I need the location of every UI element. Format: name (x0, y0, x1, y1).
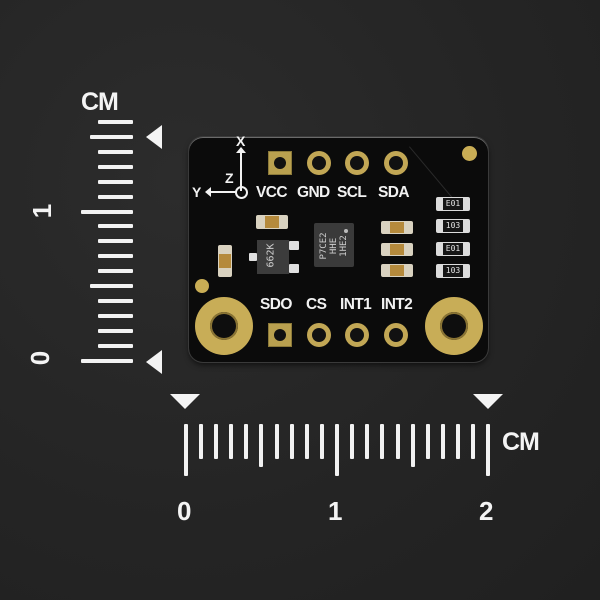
ruler-tick (98, 299, 133, 303)
horizontal-ruler-label-0: 0 (177, 496, 192, 526)
capacitor (381, 264, 413, 277)
ic-marking: P7CE2 HHE 1HE2 (319, 232, 349, 260)
pin-label-cs: CS (306, 296, 327, 313)
vertical-ruler-unit: CM (81, 88, 119, 116)
mounting-hole-right (425, 297, 483, 355)
axis-label-x: X (236, 133, 245, 149)
ruler-tick (98, 239, 133, 243)
ruler-tick (486, 424, 490, 476)
ruler-tick (98, 329, 133, 333)
ruler-tick (396, 424, 400, 459)
pin-label-scl: SCL (337, 184, 367, 201)
horizontal-ruler-label-1: 1 (328, 496, 343, 526)
pin-pad-sda (384, 151, 408, 175)
ruler-tick (456, 424, 460, 459)
ruler-tick (199, 424, 203, 459)
ruler-tick (411, 424, 415, 467)
ruler-tick (380, 424, 384, 459)
horizontal-ruler-label-2: 2 (479, 496, 494, 526)
ruler-tick (305, 424, 309, 459)
pin-pad-cs (307, 323, 331, 347)
chip-lead (249, 253, 257, 261)
resistor: E01 (436, 242, 470, 256)
pin-label-vcc: VCC (256, 184, 288, 201)
horizontal-ruler-unit: CM (502, 428, 540, 456)
ruler-marker-left (170, 394, 200, 409)
y-arrow-head-icon (205, 187, 211, 197)
ruler-tick (275, 424, 279, 459)
pin-label-int2: INT2 (381, 296, 413, 313)
pin-label-int1: INT1 (340, 296, 372, 313)
ruler-marker-right (473, 394, 503, 409)
ruler-tick (244, 424, 248, 459)
capacitor (218, 245, 232, 277)
ruler-tick (98, 120, 133, 124)
ruler-tick (98, 344, 133, 348)
ruler-tick (98, 314, 133, 318)
vertical-ruler-label-0: 0 (25, 350, 56, 366)
pin-pad-scl (345, 151, 369, 175)
ruler-tick (426, 424, 430, 459)
x-axis-arrow (240, 151, 242, 191)
capacitor (381, 243, 413, 256)
z-axis-circle-icon (235, 186, 248, 199)
ruler-marker-top (146, 125, 162, 149)
ruler-tick (335, 424, 339, 476)
regulator-marking: 662K (265, 243, 277, 268)
ruler-tick (350, 424, 354, 459)
axis-label-y: Y (192, 184, 201, 200)
pin-pad-vcc (268, 151, 292, 175)
y-axis-arrow (210, 191, 236, 193)
ruler-tick (98, 150, 133, 154)
accelerometer-ic: P7CE2 HHE 1HE2 (314, 223, 354, 267)
capacitor (256, 215, 288, 229)
ruler-tick (184, 424, 188, 476)
mounting-hole-left (195, 297, 253, 355)
pin-pad-int1 (345, 323, 369, 347)
fiducial-dot (462, 146, 477, 161)
ruler-marker-bottom (146, 350, 162, 374)
voltage-regulator-chip: 662K (257, 240, 289, 274)
ruler-tick (290, 424, 294, 459)
ruler-tick (98, 224, 133, 228)
ruler-tick (214, 424, 218, 459)
pin-pad-int2 (384, 323, 408, 347)
axis-label-z: Z (225, 170, 234, 186)
sensor-board: X Y Z VCC GND SCL SDA 662K P7CE2 HHE 1HE… (189, 133, 488, 362)
ruler-tick (229, 424, 233, 459)
resistor: 103 (436, 264, 470, 278)
pin1-dot (344, 229, 348, 233)
ruler-tick (98, 180, 133, 184)
resistor: E01 (436, 197, 470, 211)
chip-lead (289, 264, 299, 273)
ruler-tick (98, 165, 133, 169)
pin-label-sdo: SDO (260, 296, 292, 313)
ruler-tick (441, 424, 445, 459)
ruler-tick (98, 254, 133, 258)
ruler-tick (90, 135, 133, 139)
ruler-tick (259, 424, 263, 467)
fiducial-dot (195, 279, 209, 293)
resistor: 103 (436, 219, 470, 233)
chip-lead (289, 241, 299, 250)
x-arrow-head-icon (236, 147, 246, 153)
pin-pad-gnd (307, 151, 331, 175)
pin-pad-sdo (268, 323, 292, 347)
capacitor (381, 221, 413, 234)
ruler-tick (471, 424, 475, 459)
ruler-tick (81, 210, 133, 214)
ruler-tick (365, 424, 369, 459)
ruler-tick (98, 269, 133, 273)
ruler-tick (98, 195, 133, 199)
ruler-tick (320, 424, 324, 459)
vertical-ruler-label-1: 1 (27, 203, 58, 219)
pin-label-gnd: GND (297, 184, 330, 201)
ruler-tick (90, 284, 133, 288)
ruler-tick (81, 359, 133, 363)
pin-label-sda: SDA (378, 184, 410, 201)
